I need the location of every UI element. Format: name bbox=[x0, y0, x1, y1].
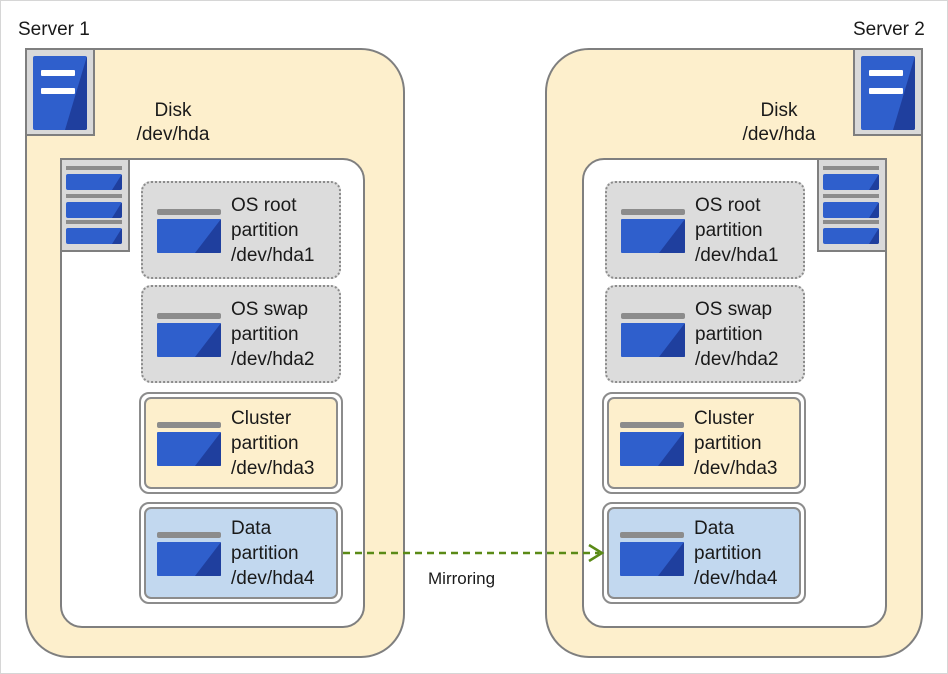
partition-name: Data bbox=[694, 518, 735, 539]
server-2-cluster-partition: Cluster partition /dev/hda3 bbox=[602, 392, 806, 494]
partition-type: partition bbox=[695, 324, 763, 345]
server-2-disk-label: Disk /dev/hda bbox=[719, 99, 839, 147]
disk-label-line2: /dev/hda bbox=[136, 124, 210, 145]
partition-text: Cluster partition /dev/hda3 bbox=[231, 406, 314, 481]
partition-device: /dev/hda3 bbox=[694, 458, 778, 479]
server-2-data-partition: Data partition /dev/hda4 bbox=[602, 502, 806, 604]
server-1-data-partition: Data partition /dev/hda4 bbox=[139, 502, 343, 604]
partition-name: Cluster bbox=[694, 408, 755, 429]
partition-text: Data partition /dev/hda4 bbox=[231, 516, 314, 591]
server-2-os-swap-partition: OS swap partition /dev/hda2 bbox=[605, 285, 805, 383]
partition-type: partition bbox=[231, 324, 299, 345]
server-1-disk-label: Disk /dev/hda bbox=[113, 99, 233, 147]
disk-label-line1: Disk bbox=[154, 100, 192, 121]
partition-text: Data partition /dev/hda4 bbox=[694, 516, 777, 591]
disk-label-line1: Disk bbox=[760, 100, 798, 121]
partition-icon bbox=[620, 422, 684, 468]
server-1-os-swap-partition: OS swap partition /dev/hda2 bbox=[141, 285, 341, 383]
server-1-cluster-partition: Cluster partition /dev/hda3 bbox=[139, 392, 343, 494]
partition-type: partition bbox=[231, 220, 299, 241]
partition-device: /dev/hda2 bbox=[231, 349, 315, 370]
partition-text: OS swap partition /dev/hda2 bbox=[695, 297, 778, 372]
partition-text: OS swap partition /dev/hda2 bbox=[231, 297, 314, 372]
server-icon bbox=[25, 48, 95, 136]
partition-icon bbox=[620, 532, 684, 578]
partition-device: /dev/hda1 bbox=[231, 245, 315, 266]
partition-device: /dev/hda3 bbox=[231, 458, 315, 479]
partition-name: OS swap bbox=[695, 299, 773, 320]
partition-name: Data bbox=[231, 518, 272, 539]
disk-label-line2: /dev/hda bbox=[742, 124, 816, 145]
partition-type: partition bbox=[231, 433, 299, 454]
partition-text: Cluster partition /dev/hda3 bbox=[694, 406, 777, 481]
mirroring-label: Mirroring bbox=[428, 569, 496, 588]
partition-name: OS root bbox=[695, 195, 761, 216]
partition-type: partition bbox=[695, 220, 763, 241]
partition-icon bbox=[157, 532, 221, 578]
partition-device: /dev/hda4 bbox=[694, 568, 778, 589]
server-2-os-root-partition: OS root partition /dev/hda1 bbox=[605, 181, 805, 279]
partition-name: Cluster bbox=[231, 408, 292, 429]
mirroring-arrow bbox=[343, 543, 605, 563]
partition-icon bbox=[157, 422, 221, 468]
partition-type: partition bbox=[694, 543, 762, 564]
partition-text: OS root partition /dev/hda1 bbox=[231, 193, 314, 268]
server-1-os-root-partition: OS root partition /dev/hda1 bbox=[141, 181, 341, 279]
partition-type: partition bbox=[231, 543, 299, 564]
server-2-label: Server 2 bbox=[853, 19, 925, 40]
partition-name: OS swap bbox=[231, 299, 309, 320]
partition-icon bbox=[157, 209, 221, 255]
partition-icon bbox=[157, 313, 221, 359]
server-1-label: Server 1 bbox=[18, 19, 90, 40]
partition-device: /dev/hda1 bbox=[695, 245, 779, 266]
disk-icon bbox=[60, 158, 130, 252]
disk-icon bbox=[817, 158, 887, 252]
partition-icon bbox=[621, 313, 685, 359]
server-icon bbox=[853, 48, 923, 136]
partition-text: OS root partition /dev/hda1 bbox=[695, 193, 778, 268]
partition-device: /dev/hda2 bbox=[695, 349, 779, 370]
partition-device: /dev/hda4 bbox=[231, 568, 315, 589]
partition-name: OS root bbox=[231, 195, 297, 216]
partition-icon bbox=[621, 209, 685, 255]
partition-type: partition bbox=[694, 433, 762, 454]
